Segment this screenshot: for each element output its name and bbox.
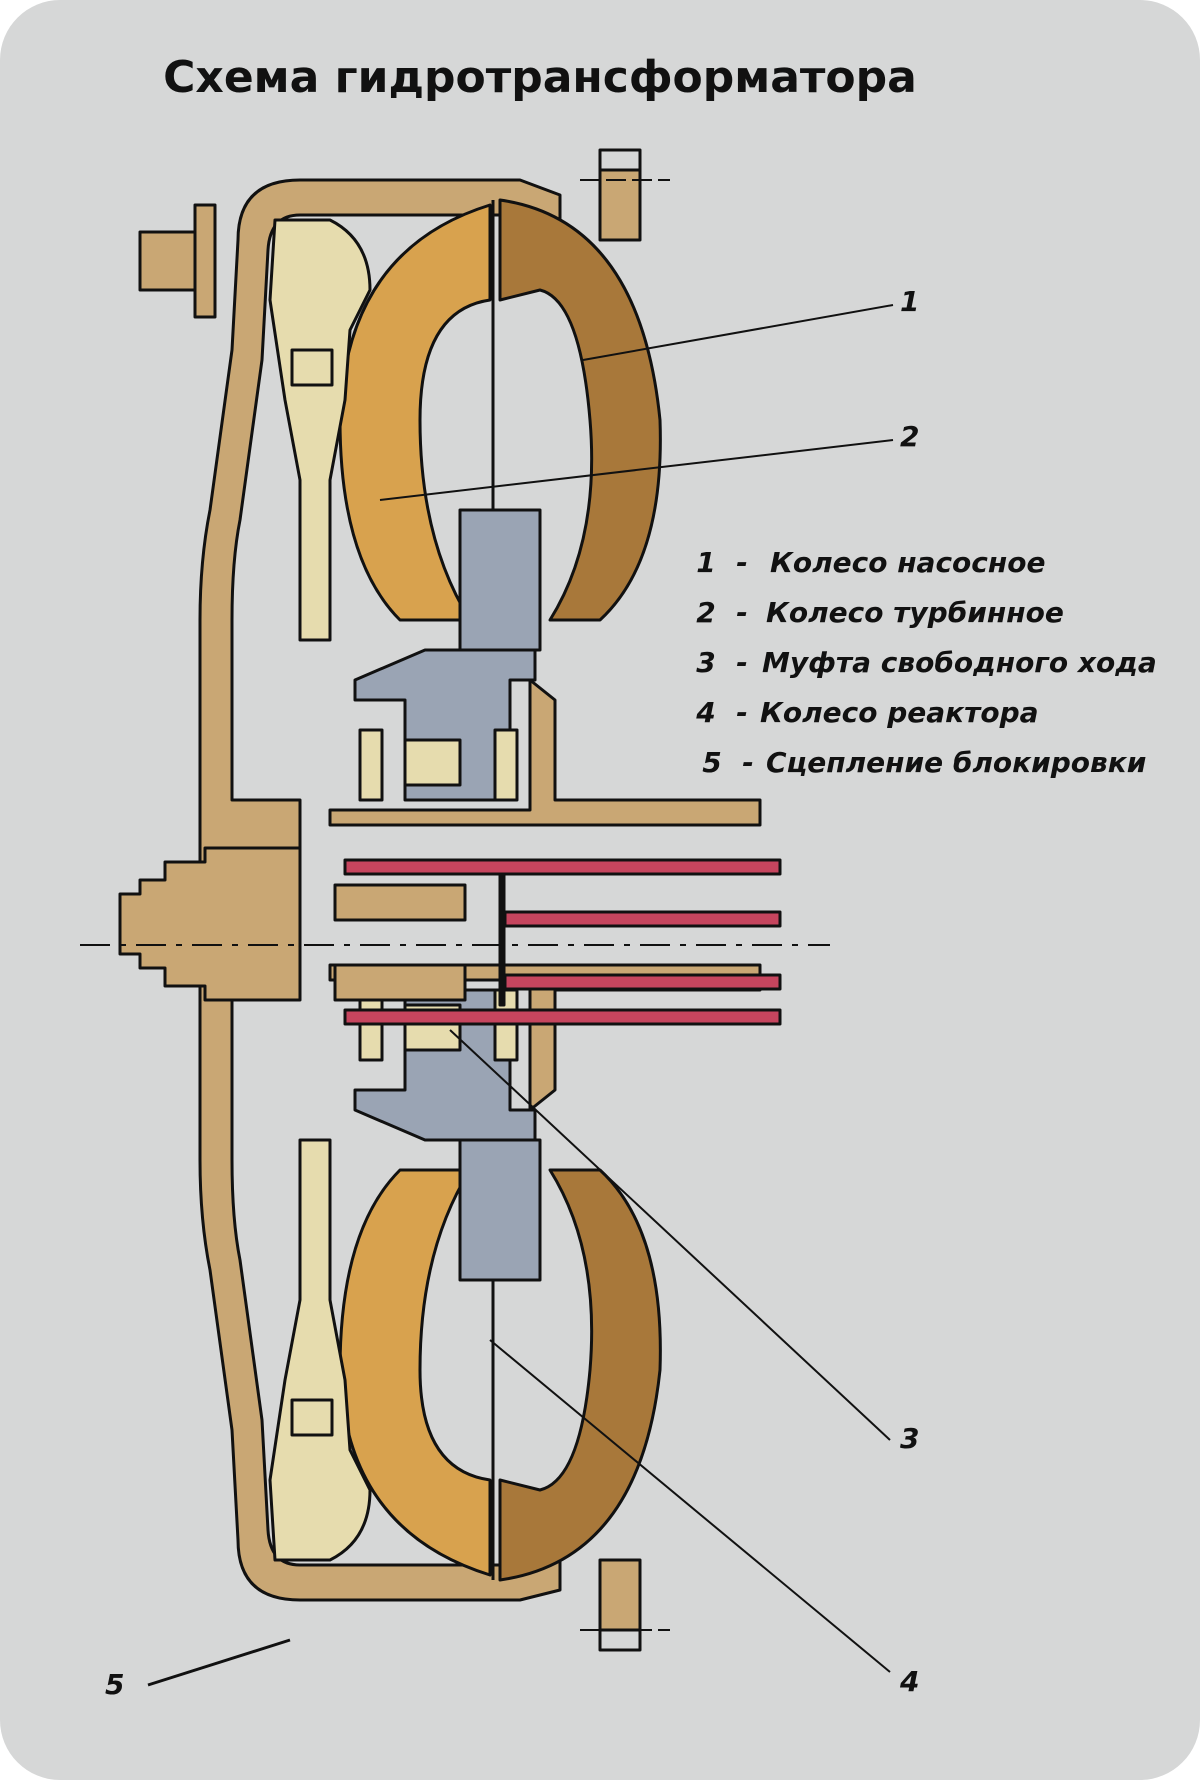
leader-line-2 bbox=[379, 439, 894, 501]
leader-line-1 bbox=[582, 304, 894, 361]
lockup-clutch-upper bbox=[268, 218, 372, 642]
legend-row: 3 - Муфта свободного хода bbox=[688, 638, 1188, 688]
legend-dash: - bbox=[736, 596, 748, 629]
shaft-red-3 bbox=[503, 973, 782, 991]
top-left-bolt bbox=[138, 230, 197, 292]
legend-num: 5 bbox=[702, 746, 722, 779]
center-pilot bbox=[118, 846, 302, 1002]
callout-4: 4 bbox=[900, 1665, 920, 1698]
leader-line-3 bbox=[449, 1029, 891, 1441]
legend-label: Муфта свободного хода bbox=[762, 646, 1157, 679]
legend-label: Колесо турбинное bbox=[766, 596, 1064, 629]
pump-sleeve-upper bbox=[328, 678, 762, 827]
legend: 1 - Колесо насосное 2 - Колесо турбинное… bbox=[688, 538, 1188, 788]
reactor-hub-upper bbox=[353, 648, 537, 802]
legend-num: 4 bbox=[696, 696, 716, 729]
legend-label: Колесо реактора bbox=[760, 696, 1039, 729]
shaft-red-1 bbox=[343, 858, 782, 876]
legend-row: 2 - Колесо турбинное bbox=[688, 588, 1188, 638]
freewheel-upper bbox=[403, 738, 462, 787]
legend-label: Колесо насосное bbox=[770, 546, 1046, 579]
legend-label: Сцепление блокировки bbox=[766, 746, 1147, 779]
legend-row: 4 - Колесо реактора bbox=[688, 688, 1188, 738]
callout-2: 2 bbox=[900, 420, 920, 453]
callout-5: 5 bbox=[105, 1668, 125, 1701]
legend-row: 5 - Сцепление блокировки bbox=[688, 738, 1188, 788]
legend-row: 1 - Колесо насосное bbox=[688, 538, 1188, 588]
shaft-red-2 bbox=[503, 910, 782, 928]
ring-bolt-top bbox=[598, 168, 642, 242]
lockup-clutch-lower bbox=[268, 1138, 372, 1562]
leader-line-5 bbox=[147, 1638, 291, 1687]
legend-dash: - bbox=[736, 696, 748, 729]
diagram-title: Схема гидротрансформатора bbox=[163, 52, 917, 103]
reactor-blade-lower bbox=[458, 1138, 542, 1282]
ring-bolt-bottom bbox=[598, 1558, 642, 1632]
legend-dash: - bbox=[736, 546, 748, 579]
reactor-blade-upper bbox=[458, 508, 542, 652]
callout-3: 3 bbox=[900, 1422, 920, 1455]
legend-dash: - bbox=[736, 646, 748, 679]
shaft-red-4 bbox=[343, 1008, 782, 1026]
legend-dash: - bbox=[742, 746, 754, 779]
legend-num: 3 bbox=[696, 646, 716, 679]
pump-wheel-upper bbox=[498, 198, 662, 622]
callout-1: 1 bbox=[900, 285, 920, 318]
turbine-wheel-upper bbox=[338, 203, 492, 622]
leader-line-4 bbox=[489, 1339, 891, 1673]
legend-num: 2 bbox=[696, 596, 716, 629]
legend-num: 1 bbox=[696, 546, 716, 579]
